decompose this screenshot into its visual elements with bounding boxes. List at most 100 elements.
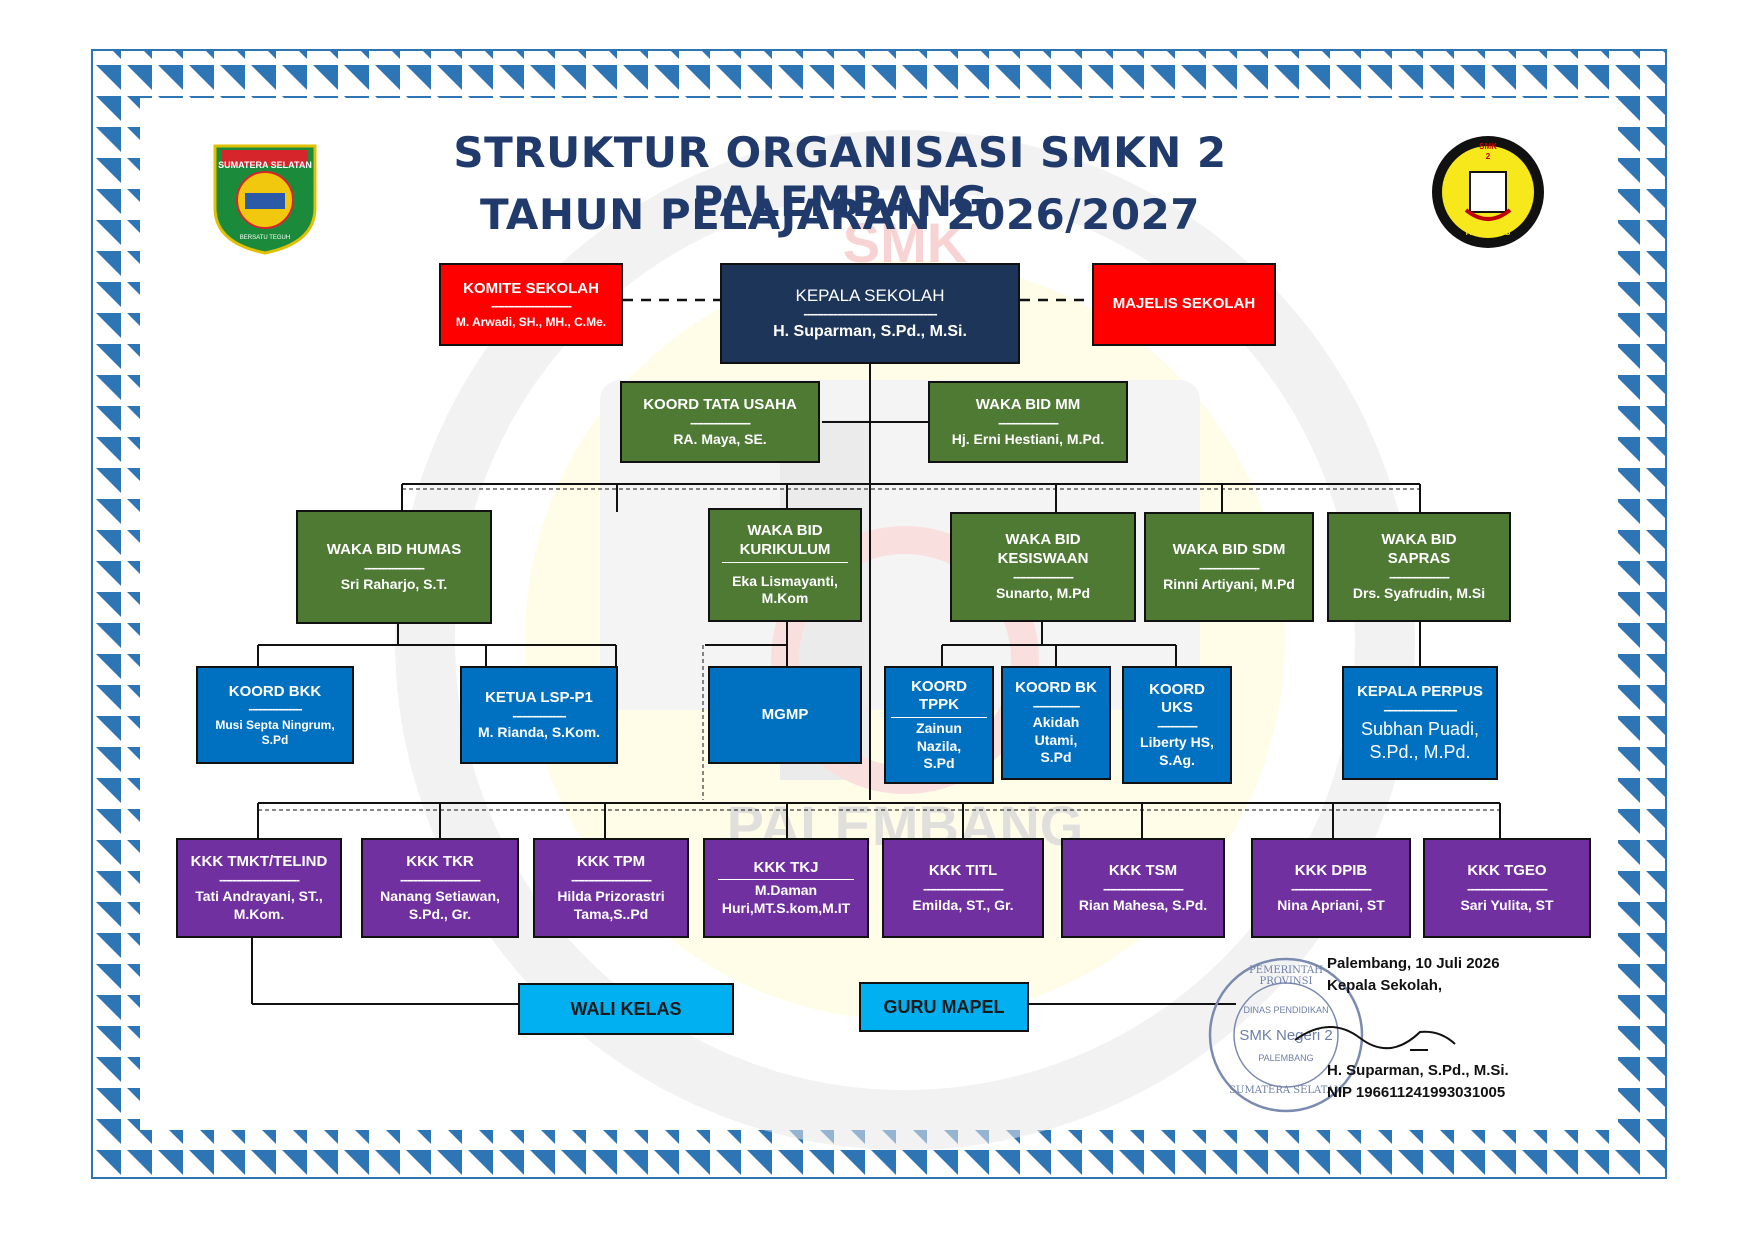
node-title: MAJELIS SEKOLAH [1112,295,1256,313]
node-name-line2: Utami, [1034,731,1078,748]
node-name-line2: Huri,MT.S.kom,M.IT [721,899,851,916]
handwritten-signature-icon [1294,1026,1456,1051]
node-koord-tata-usaha: KOORD TATA USAHA ------------------ RA. … [620,381,820,463]
node-name-line1: M.Daman [754,882,818,899]
node-title-line2: UKS [1161,699,1193,717]
node-name: Sri Raharjo, S.T. [340,575,448,592]
node-title: WAKA BID SDM [1172,540,1286,558]
node-kepala-sekolah: KEPALA SEKOLAH -------------------------… [720,263,1020,364]
stamp-dinas-text: DINAS PENDIDIKAN [1243,1005,1329,1015]
node-kepala-perpus: KEPALA PERPUS ---------------------- Sub… [1342,666,1498,780]
node-kkk-tkj: KKK TKJ M.Daman Huri,MT.S.kom,M.IT [703,838,869,938]
signature-nip: NIP 196611241993031005 [1327,1084,1506,1101]
node-name: Nina Apriani, ST [1277,896,1385,913]
node-name-line1: Nanang Setiawan, [380,888,500,904]
node-name: M. Arwadi, SH., MH., C.Me. [455,314,607,329]
node-separator: ------------------------ [1103,880,1184,896]
node-separator: ------------------ [1199,559,1260,575]
node-kkk-tgeo: KKK TGEO ------------------------ Sari Y… [1423,838,1591,938]
node-name-line1: Tati Andrayani, ST., [195,888,323,904]
node-separator: ---------------- [248,701,302,717]
node-title: KKK TMKT/TELIND [190,853,328,870]
node-separator: ---------------------- [1383,701,1457,717]
node-majelis-sekolah: MAJELIS SEKOLAH [1092,263,1276,346]
node-name: Rian Mahesa, S.Pd. [1078,896,1208,913]
node-title: KKK TKJ [718,859,854,881]
province-logo-top-text: SUMATERA SELATAN [218,160,312,170]
node-name: Emilda, ST., Gr. [912,896,1014,913]
node-name: M. Rianda, S.Kom. [477,723,601,740]
node-name-line1: Liberty HS, [1140,734,1214,751]
stamp-city-text: PALEMBANG [1258,1053,1314,1063]
node-title: KEPALA SEKOLAH [795,285,945,305]
node-name-line2: S.Pd., Gr. [408,905,472,922]
node-separator: ------------------------ [1291,880,1372,896]
node-title: WAKA BID HUMAS [326,540,462,558]
node-name-line2: Nazila, [916,737,962,754]
node-title: KKK DPIB [1294,861,1368,879]
node-separator: ------------------ [998,414,1059,430]
node-koord-bk: KOORD BK -------------- Akidah Utami, S.… [1001,666,1111,780]
node-separator: ------------------ [1389,568,1450,584]
node-separator: ------------------------ [219,871,300,887]
school-gear-emblem-icon [1432,136,1544,248]
node-title-line2: KURIKULUM [722,541,848,563]
node-waka-mm: WAKA BID MM ------------------ Hj. Erni … [928,381,1128,463]
node-title: GURU MAPEL [883,996,1005,1017]
stamp-top-text: PEMERINTAH PROVINSI [1249,965,1323,987]
node-name-line1: Akidah [1032,714,1080,731]
node-name-line1: Eka Lismayanti, [732,572,838,589]
node-separator: ------------------------ [923,880,1004,896]
node-name-line1: Subhan Puadi, [1360,719,1480,739]
node-koord-uks: KOORD UKS ------------ Liberty HS, S.Ag. [1122,666,1232,784]
node-title: KOMITE SEKOLAH [463,279,599,297]
node-kkk-titl: KKK TITL ------------------------ Emilda… [882,838,1044,938]
signature-name: H. Suparman, S.Pd., M.Si. [1327,1062,1509,1079]
node-title: KKK TGEO [1467,861,1547,879]
node-separator: ------------------------ [1467,880,1548,896]
node-separator: ------------------ [364,559,425,575]
stamp-ring-icon [1208,957,1364,1113]
node-name-line2: S.Ag. [1159,751,1195,768]
node-title: KOORD TATA USAHA [643,395,797,413]
node-name-line2: Tama,S..Pd [573,905,649,922]
node-title: WALI KELAS [570,998,682,1019]
node-waka-sapras: WAKA BID SAPRAS ------------------ Drs. … [1327,512,1511,622]
school-logo: SMK 2 PALEMBANG [1428,132,1548,252]
node-title-line1: KOORD [1149,680,1205,698]
node-name: H. Suparman, S.Pd., M.Si. [773,323,967,341]
node-title: KKK TSM [1108,861,1178,879]
node-name: Sunarto, M.Pd [995,585,1091,602]
node-name: RA. Maya, SE. [673,430,767,447]
node-name: Hj. Erni Hestiani, M.Pd. [951,430,1105,447]
node-kkk-tkr: KKK TKR ------------------------ Nanang … [361,838,519,938]
node-title-line2: TPPK [891,696,987,718]
node-name-line3: S.Pd [1040,749,1072,766]
signature-position: Kepala Sekolah, [1327,977,1443,994]
node-name-line2: S.Pd [261,732,289,747]
school-logo-number: 2 [1485,152,1491,161]
province-logo-bottom-text: BERSATU TEGUH [239,235,291,241]
node-name-line1: Hilda Prizorastri [557,888,665,904]
node-title-line1: KOORD [911,677,967,695]
node-title-line2: SAPRAS [1387,550,1451,568]
node-guru-mapel: GURU MAPEL [859,982,1029,1032]
node-name: Rinni Artiyani, M.Pd [1163,575,1295,592]
node-separator: ---------------- [512,707,566,723]
node-kkk-tsm: KKK TSM ------------------------ Rian Ma… [1061,838,1225,938]
node-name-line1: Zainun [916,720,962,736]
node-title: KEPALA PERPUS [1357,683,1483,700]
node-wali-kelas: WALI KELAS [518,983,734,1035]
node-separator: -------------- [1032,698,1081,713]
node-title-line1: WAKA BID [747,522,823,540]
node-separator: ------------ [1157,718,1198,734]
page-subtitle: TAHUN PELAJARAN 2026/2027 [479,190,1201,239]
node-kkk-tmkt: KKK TMKT/TELIND ------------------------… [176,838,342,938]
node-waka-sdm: WAKA BID SDM ------------------ Rinni Ar… [1144,512,1314,622]
node-title-line2: KESISWAAN [997,550,1089,568]
node-title-line1: WAKA BID [1005,531,1081,549]
node-separator: ---------------------------------------- [803,306,937,321]
node-title-line1: WAKA BID [1381,531,1457,549]
node-separator: ------------------ [1013,568,1074,584]
